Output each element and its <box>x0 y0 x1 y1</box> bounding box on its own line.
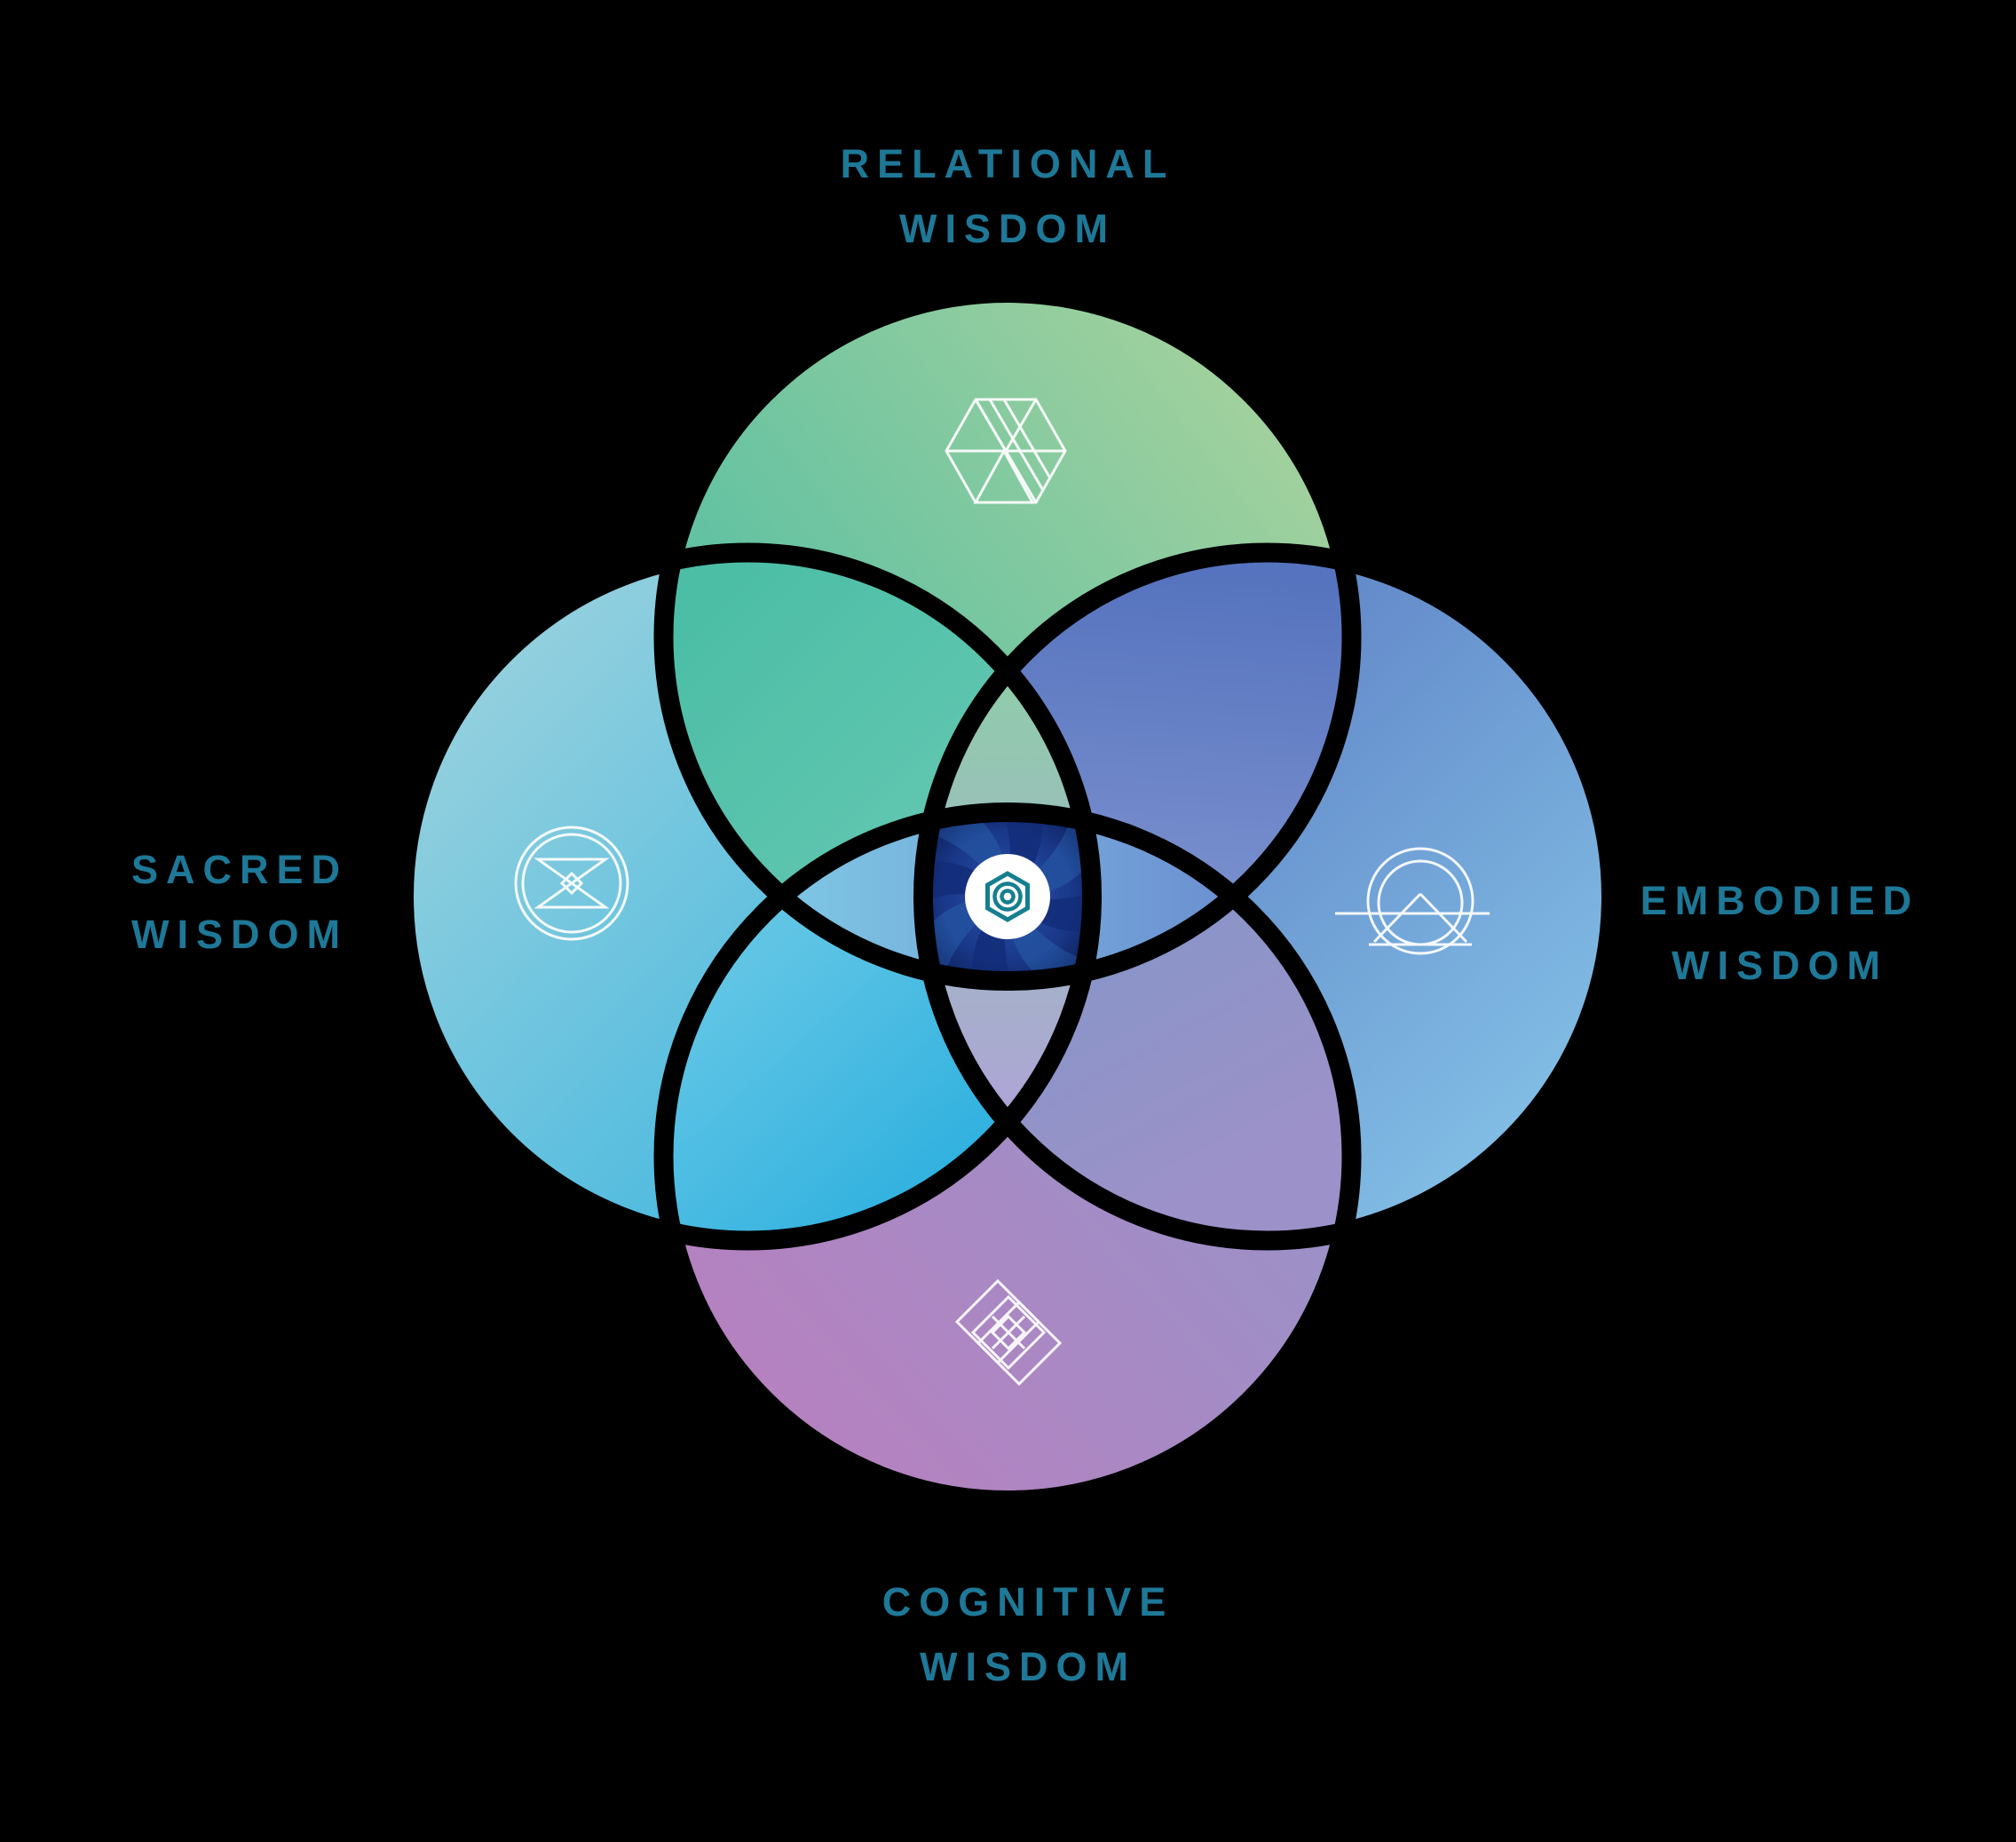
label-cognitive-line1: COGNITIVE <box>882 1579 1174 1625</box>
label-cognitive-line2: WISDOM <box>920 1644 1136 1689</box>
outline-relational <box>653 283 1362 991</box>
center-white-disc <box>965 854 1050 939</box>
logo-hexagon <box>985 871 1030 922</box>
label-embodied-line1: EMBODIED <box>1640 878 1920 923</box>
label-relational-line2: WISDOM <box>899 206 1116 251</box>
mountain-circle-icon <box>1335 847 1490 955</box>
logo-spiral <box>992 881 1023 912</box>
label-sacred-line2: WISDOM <box>131 912 348 957</box>
label-sacred-line1: SACRED <box>131 847 348 892</box>
spiral-hexagon-logo <box>985 871 1030 922</box>
interlocked-diamonds-icon <box>954 1278 1063 1387</box>
outline-cognitive <box>653 802 1362 1510</box>
hourglass-circle-icon <box>514 826 629 941</box>
outline-embodied <box>913 542 1621 1251</box>
label-relational-line1: RELATIONAL <box>841 141 1175 186</box>
outline-sacred <box>394 542 1102 1251</box>
label-embodied-line2: WISDOM <box>1672 943 1888 988</box>
